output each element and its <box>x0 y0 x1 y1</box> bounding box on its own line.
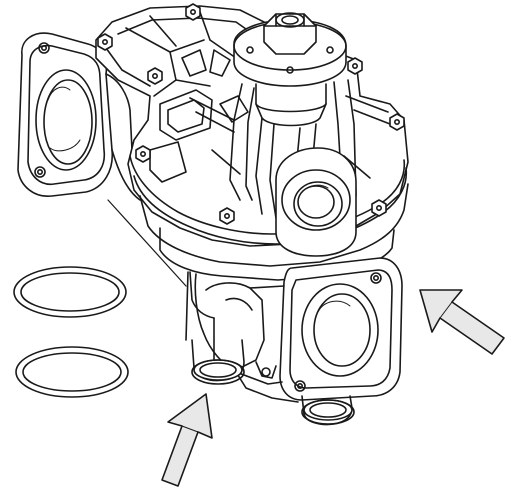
pump-pulley-hub <box>190 13 390 256</box>
bolt <box>372 200 386 216</box>
bottom-coolant-pipes <box>192 340 354 425</box>
o-ring-upper <box>14 267 126 317</box>
bolt <box>136 146 150 162</box>
bolt <box>186 4 200 20</box>
bolt <box>348 58 362 74</box>
bolt <box>148 68 162 84</box>
arrow-bottom <box>162 394 212 486</box>
arrow-right <box>420 290 504 354</box>
left-outlet-flange <box>18 33 140 200</box>
o-ring-lower <box>16 347 128 397</box>
bolt <box>220 208 234 224</box>
mounting-bolts <box>98 4 404 224</box>
bolt <box>390 114 404 130</box>
right-outlet-flange <box>280 258 402 400</box>
leader-line <box>108 200 186 286</box>
bolt <box>98 34 112 50</box>
